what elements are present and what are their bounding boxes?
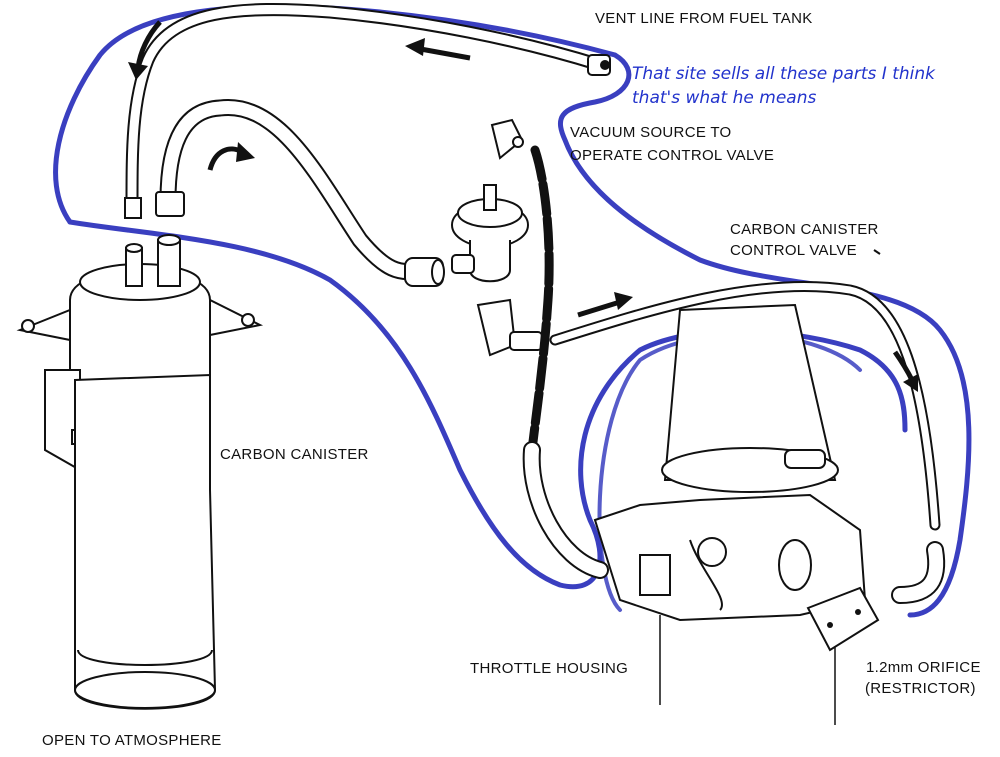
- leader-control-valve: [873, 249, 881, 255]
- flow-arrow-down-left: [128, 20, 162, 80]
- label-carbon-canister: CARBON CANISTER: [220, 446, 369, 463]
- label-control-valve-2: CONTROL VALVE: [730, 242, 857, 259]
- carbon-canister: [16, 234, 264, 710]
- label-vent-line: VENT LINE FROM FUEL TANK: [595, 10, 813, 27]
- throttle-housing: [593, 303, 880, 725]
- highlight-loop-upper: [53, 4, 972, 618]
- label-orifice-1: 1.2mm ORIFICE: [866, 659, 981, 676]
- label-vacuum-source-1: VACUUM SOURCE TO: [570, 124, 732, 141]
- label-atmosphere: OPEN TO ATMOSPHERE: [42, 732, 222, 749]
- label-control-valve-1: CARBON CANISTER: [730, 221, 879, 238]
- canister-port-fittings: [124, 191, 185, 219]
- label-throttle-housing: THROTTLE HOUSING: [470, 660, 629, 677]
- purge-hose-fitting: [404, 257, 445, 287]
- label-vacuum-source-2: OPERATE CONTROL VALVE: [570, 147, 775, 164]
- flow-arrow-right: [577, 292, 633, 318]
- flow-arrow-vent: [405, 38, 471, 61]
- purge-hose: [159, 99, 429, 281]
- control-valve: [451, 184, 529, 283]
- vacuum-elbow-lower: [476, 298, 543, 357]
- label-orifice-2: (RESTRICTOR): [865, 680, 976, 697]
- vacuum-hose: [527, 145, 554, 455]
- vent-line-fitting: [587, 54, 611, 76]
- annotation-line-2: that's what he means: [632, 88, 817, 108]
- annotation-line-1: That site sells all these parts I think: [632, 64, 935, 84]
- vacuum-elbow-upper: [490, 118, 524, 160]
- flow-arrow-curved: [207, 142, 255, 171]
- flow-arrow-down-right: [892, 350, 918, 392]
